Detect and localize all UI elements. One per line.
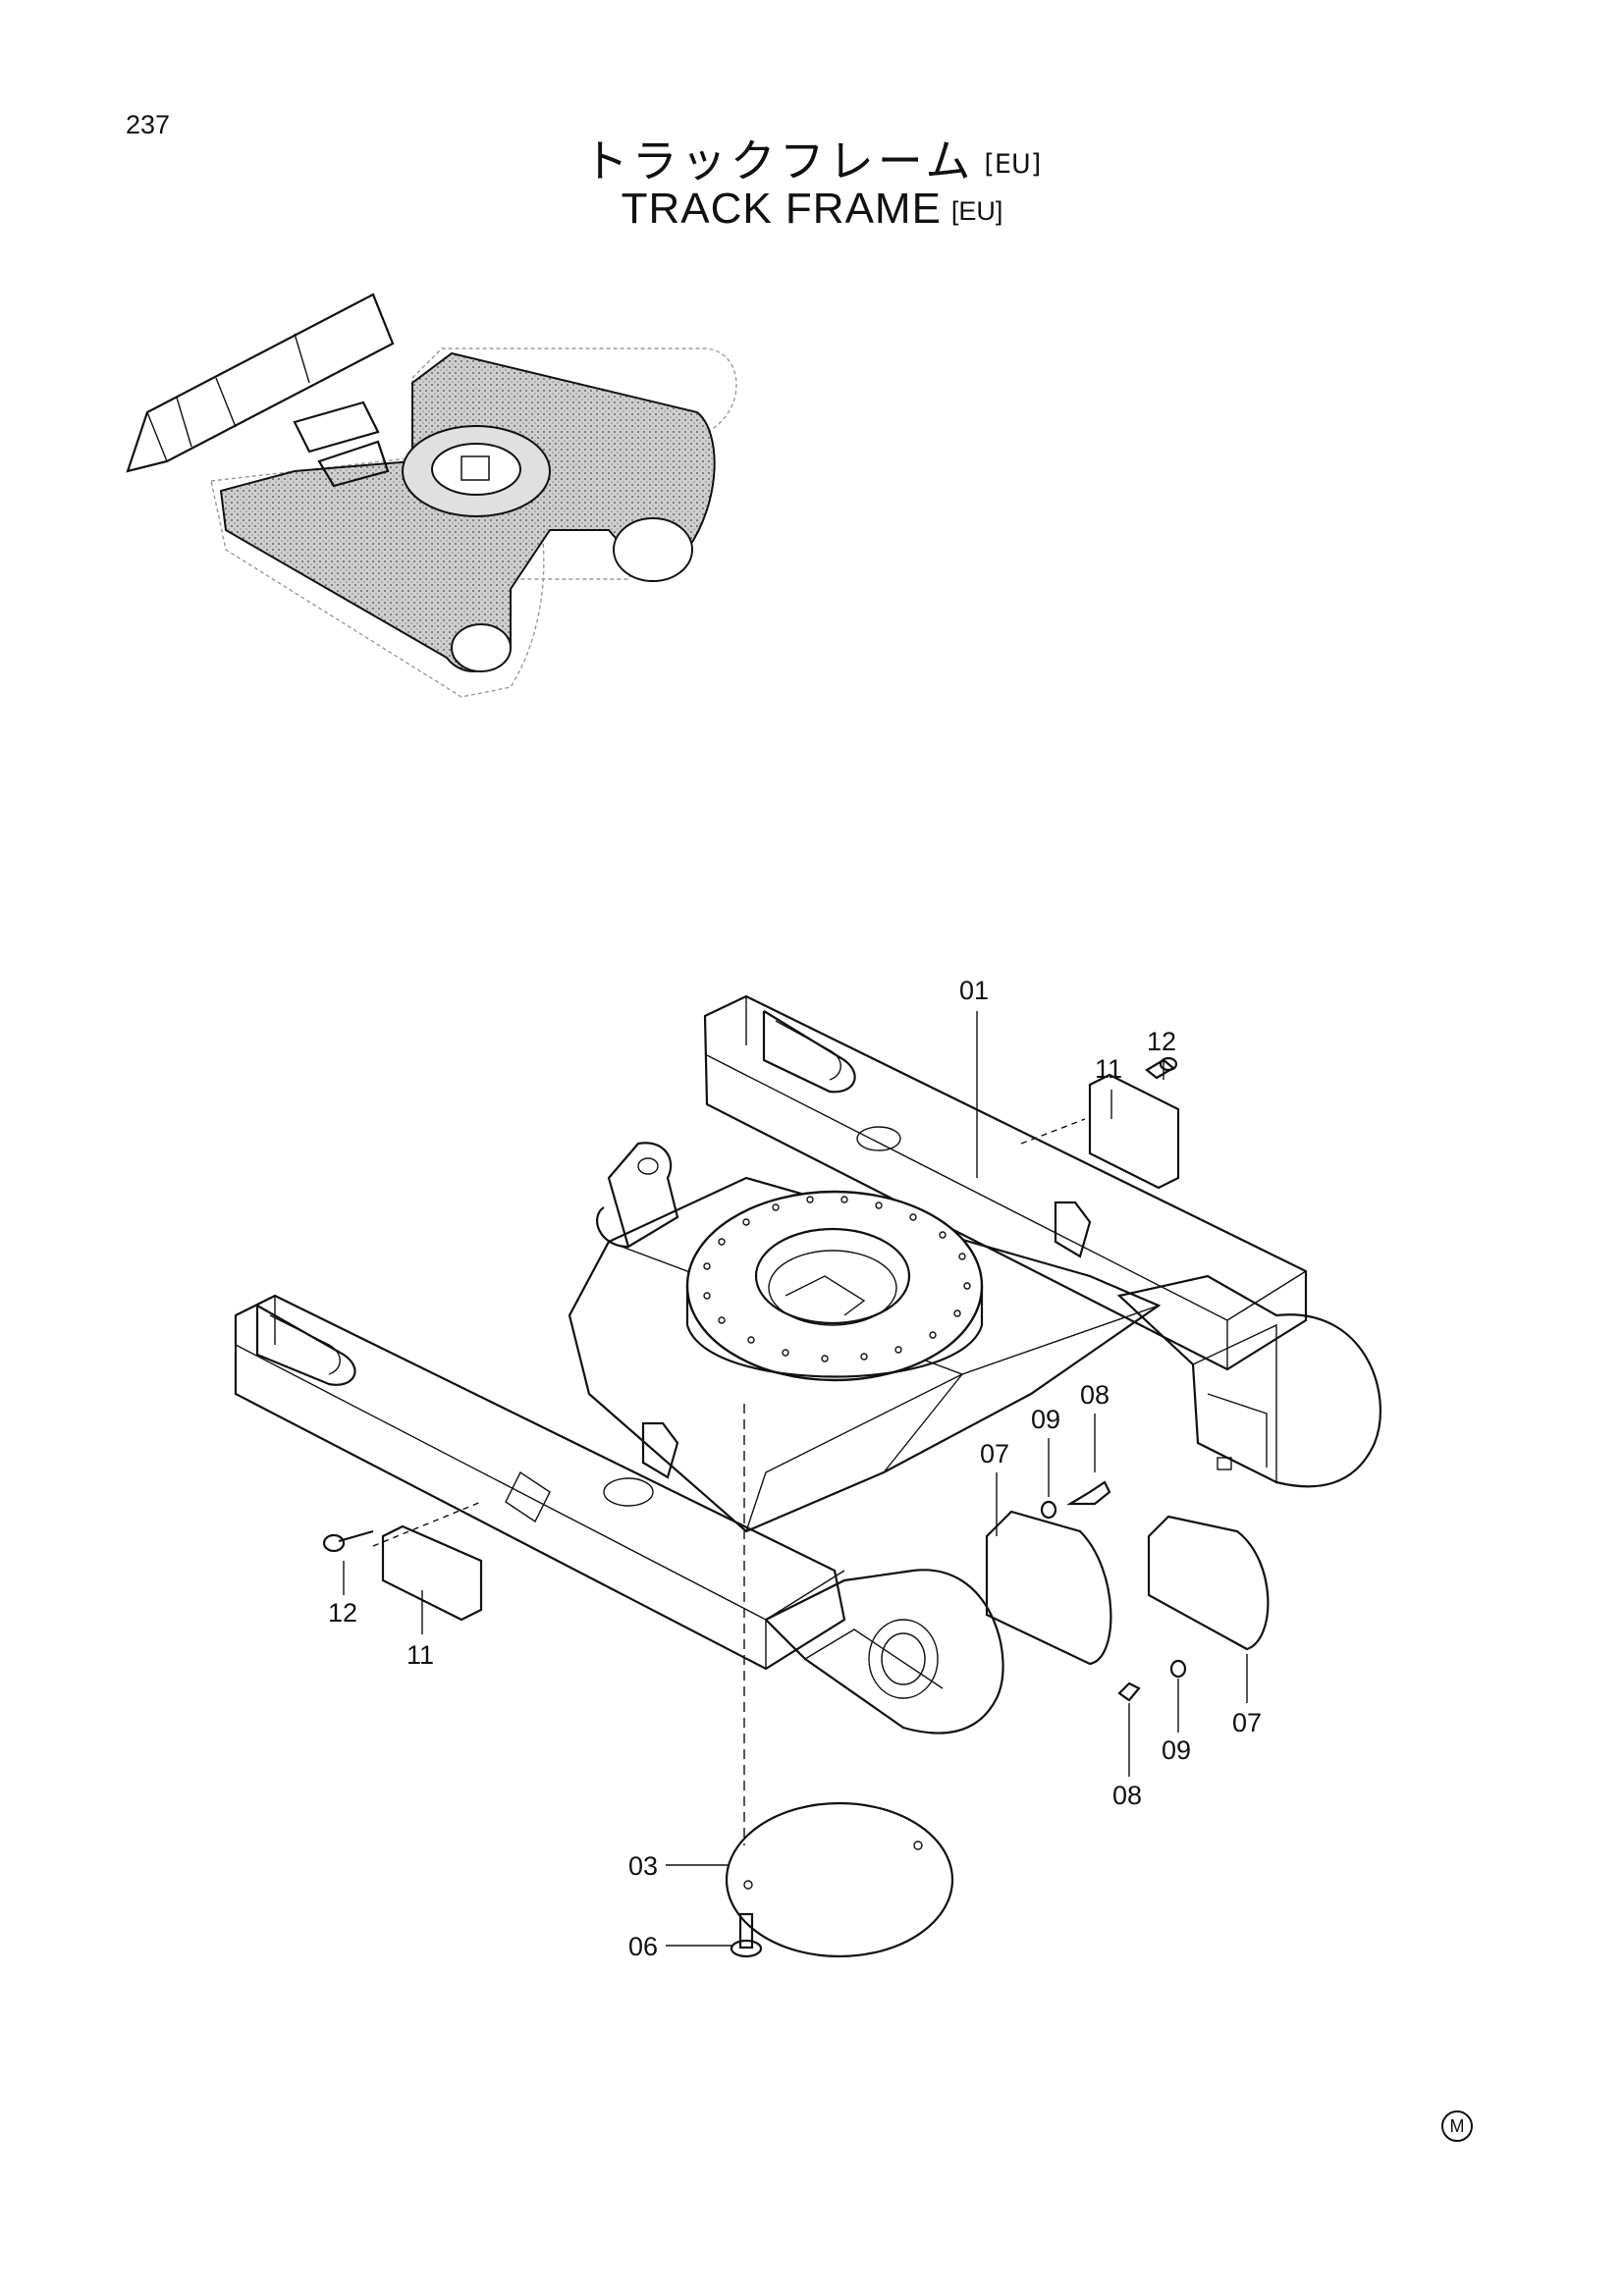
- callout-11-rear: 11: [1095, 1054, 1122, 1084]
- idler-housing-rear: [1116, 1274, 1382, 1488]
- callout-12-rear: 12: [1147, 1027, 1176, 1056]
- callout-09-front: 09: [1162, 1735, 1191, 1765]
- callout-07-front: 07: [1232, 1708, 1262, 1737]
- callout-03: 03: [628, 1851, 658, 1881]
- callout-12-front: 12: [328, 1598, 357, 1628]
- idler-cover-a: [985, 1510, 1112, 1666]
- track-frame-assembly: [234, 994, 1382, 1845]
- callout-08-rear: 08: [1080, 1380, 1110, 1410]
- bolt-08-b: [1117, 1682, 1141, 1702]
- bolt-holes: [703, 1196, 971, 1362]
- callout-06: 06: [628, 1932, 658, 1961]
- callout-11-front: 11: [406, 1640, 434, 1670]
- corner-mark: M: [1441, 2110, 1473, 2142]
- bolt-rear: [1145, 1056, 1178, 1080]
- washer-09-b: [1169, 1659, 1187, 1679]
- callout-09-rear: 09: [1031, 1405, 1060, 1434]
- callout-01: 01: [959, 976, 989, 1005]
- bolt-front: [322, 1529, 374, 1553]
- track-outline-rear: [411, 347, 737, 580]
- cover-plate-rear: [1020, 1073, 1180, 1190]
- bolt-06: [730, 1912, 763, 1958]
- title-japanese: トラックフレーム [EU]: [0, 126, 1624, 190]
- cover-plate-front: [372, 1501, 483, 1622]
- dozer-blade: [126, 293, 395, 473]
- guide-loop-rear: [762, 1010, 856, 1094]
- bottom-cover-03: [725, 1801, 954, 1958]
- callout-08-front: 08: [1112, 1781, 1142, 1810]
- washer-09-a: [1040, 1500, 1057, 1520]
- callout-07-rear: 07: [980, 1439, 1009, 1468]
- idler-housing-front: [764, 1569, 1004, 1735]
- lift-bracket: [607, 1142, 679, 1249]
- title-jp-text: トラックフレーム: [582, 134, 975, 187]
- page-number: 237: [126, 110, 171, 139]
- overview-illustration: [126, 293, 737, 698]
- variant-tag-en: [EU]: [950, 195, 1003, 226]
- title-english: TRACK FRAME [EU]: [0, 185, 1624, 234]
- bolt-08-a: [1066, 1480, 1111, 1506]
- guide-loop-front: [255, 1305, 356, 1386]
- title-en-text: TRACK FRAME: [621, 185, 942, 233]
- idler-cover-b: [1147, 1515, 1270, 1651]
- variant-tag-jp: [EU]: [984, 149, 1042, 180]
